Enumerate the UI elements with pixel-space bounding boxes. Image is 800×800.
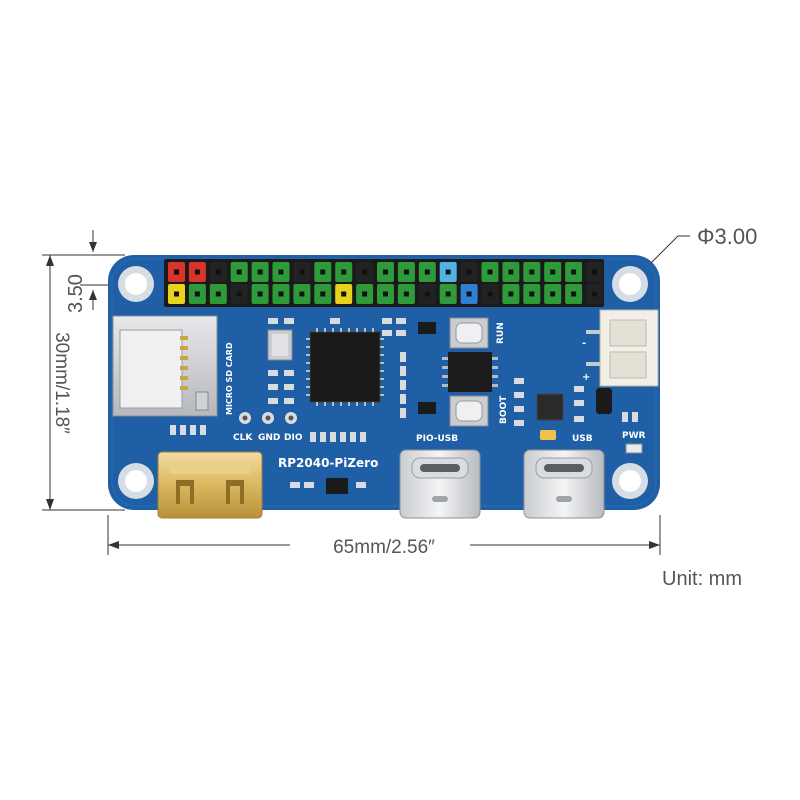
gpio-header [164,259,604,307]
pio-usb-label: PIO-USB [416,434,458,444]
gpio-pin-hole [383,269,388,275]
usb-label: USB [572,434,593,444]
run-button[interactable] [449,317,489,349]
gpio-pin-hole [466,269,472,275]
mounting-hole-bottom-right [612,463,648,499]
gpio-pin-hole [403,291,409,297]
gpio-pin-hole [320,291,326,297]
pwr-led [625,443,643,454]
gpio-pin-hole [550,269,556,275]
mounting-hole-bottom-left [118,463,154,499]
transistor [418,322,436,334]
gpio-pin-hole [236,269,242,275]
hole-offset-label: 3.50 [65,274,87,313]
passive-components [170,318,638,488]
plus-mark: + [582,372,590,383]
gpio-pin-hole [174,291,179,297]
gpio-pin-hole [320,269,326,275]
clk-label: CLK [233,433,253,443]
mini-hdmi-port[interactable] [157,451,263,519]
gpio-pin-hole [487,291,493,297]
small-ic [326,478,348,494]
dio-label: DIO [284,433,303,443]
gpio-pin-hole [550,291,556,297]
gpio-pin-hole [592,291,597,297]
gpio-pin-hole [194,269,200,275]
gpio-pin-hole [236,291,242,297]
gpio-pin-hole [341,291,347,297]
gpio-pin-hole [299,291,305,297]
usb-c-port[interactable] [523,449,605,519]
gpio-pin-hole [362,291,368,297]
mounting-hole-top-right [612,266,648,302]
micro-sd-card-slot[interactable] [112,315,218,417]
gpio-pin-hole [383,291,388,297]
gnd-label: GND [258,433,280,443]
hole-diameter-label: Φ3.00 [697,224,757,249]
unit-label: Unit: mm [662,568,742,590]
gpio-pin-hole [445,269,451,275]
gpio-pin-hole [257,269,263,275]
pwr-label: PWR [622,431,646,441]
gpio-pin-hole [424,269,430,275]
gpio-pin-hole [215,291,221,297]
gpio-pin-hole [529,291,535,297]
capacitor [596,388,612,414]
boot-label: BOOT [499,395,509,424]
rp2040-chip [306,328,384,406]
gpio-pin-hole [194,291,200,297]
gpio-pin-hole [215,269,221,275]
width-label: 65mm/2.56″ [333,537,435,558]
run-label: RUN [496,322,506,344]
pcb-board: MICRO SD CARD [108,255,660,519]
flash-chip [442,352,498,392]
minus-mark: - [582,338,586,349]
usb-controller-chip [536,393,564,421]
gpio-pin-hole [362,269,368,275]
gpio-pin-hole [299,269,305,275]
debug-pads [239,412,297,424]
regulator-small [418,402,436,414]
gpio-pin-hole [278,291,284,297]
pcb-body [108,255,660,510]
gpio-pin-hole [424,291,430,297]
gpio-pin-hole [445,291,451,297]
gpio-pin-hole [487,269,493,275]
height-label: 30mm/1.18″ [51,332,72,434]
gpio-pin-hole [466,291,472,297]
gpio-pin-hole [174,269,179,275]
boot-button[interactable] [449,395,489,427]
dimension-arrows [46,242,660,549]
gpio-pin-hole [403,269,409,275]
led-amber [540,430,556,440]
board-name-label: RP2040-PiZero [278,456,378,470]
mounting-hole-top-left [118,266,154,302]
sd-card-label: MICRO SD CARD [225,342,234,415]
gpio-pin-hole [257,291,263,297]
gpio-pin-hole [571,269,577,275]
gpio-pin-hole [571,291,577,297]
gpio-pin-hole [341,269,347,275]
gpio-pin-hole [529,269,535,275]
gpio-pin-hole [508,269,514,275]
gpio-pin-hole [508,291,514,297]
pio-usb-c-port[interactable] [399,449,481,519]
gpio-pin-hole [278,269,284,275]
gpio-pin-hole [592,269,597,275]
power-connector[interactable] [586,309,659,387]
